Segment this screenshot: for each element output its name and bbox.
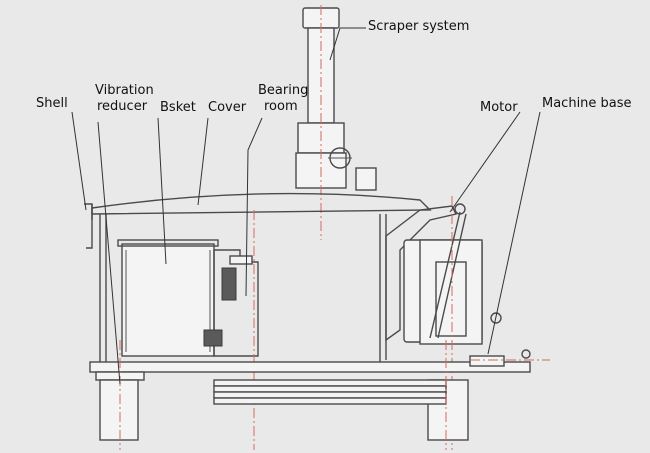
label-machine-base: Machine base [542,96,632,111]
label-vibration-reducer-line2: reducer [97,99,148,114]
label-motor: Motor [480,100,518,115]
motor-assembly [385,196,502,450]
label-bearing-room-line2: room [264,99,298,114]
label-basket: Bsket [160,100,196,115]
leader-lines [71,27,541,385]
label-bearing-room-line1: Bearing [258,83,309,98]
bearing-room [203,210,259,450]
label-cover: Cover [208,100,247,115]
label-scraper-system: Scraper system [368,19,470,34]
label-vibration-reducer-line1: Vibration [95,83,154,98]
label-shell: Shell [36,96,68,111]
machine-base [89,340,550,450]
scraper-column [295,5,377,240]
cover [84,192,432,249]
basket [117,239,219,357]
